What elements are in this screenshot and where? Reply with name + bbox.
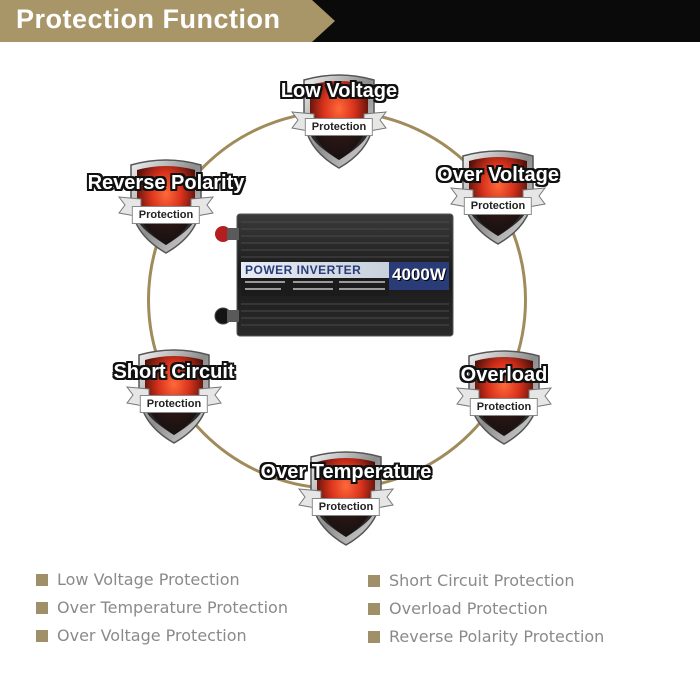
legend-item: Overload Protection [368, 599, 548, 618]
badge-low-voltage: Low Voltage Protection [280, 70, 398, 170]
bullet-square-icon [368, 575, 380, 587]
shield-icon [111, 155, 221, 255]
badge-reverse-polarity: Reverse Polarity Protection [88, 155, 244, 255]
bullet-square-icon [36, 602, 48, 614]
shield-icon [443, 146, 553, 246]
page-title: Protection Function [16, 4, 281, 34]
badge-label: Overload [460, 364, 548, 386]
badge-sub: Protection [139, 395, 209, 413]
header-tab [0, 0, 335, 42]
badge-short-circuit: Short Circuit Protection [113, 345, 235, 445]
badge-sub: Protection [463, 197, 533, 215]
badge-label: Low Voltage [280, 80, 398, 102]
bullet-square-icon [368, 631, 380, 643]
inverter-product: POWER INVERTER 4000W [213, 212, 458, 338]
badge-label: Over Temperature [260, 461, 432, 483]
shield-icon [449, 346, 559, 446]
badge-over-voltage: Over Voltage Protection [437, 146, 559, 246]
legend-item: Low Voltage Protection [36, 570, 240, 589]
badge-over-temperature: Over Temperature Protection [261, 447, 431, 547]
badge-sub: Protection [311, 498, 381, 516]
badge-sub: Protection [469, 398, 539, 416]
bullet-square-icon [368, 603, 380, 615]
badge-sub: Protection [304, 118, 374, 136]
inverter-rating: 4000W [392, 265, 446, 284]
bullet-square-icon [36, 630, 48, 642]
legend-item: Short Circuit Protection [368, 571, 575, 590]
legend-item: Over Voltage Protection [36, 626, 247, 645]
badge-label: Over Voltage [437, 164, 559, 186]
badge-sub: Protection [131, 206, 201, 224]
inverter-brand-text: POWER INVERTER [245, 263, 362, 277]
badge-label: Short Circuit [113, 361, 235, 383]
badge-label: Reverse Polarity [87, 172, 245, 194]
inverter-icon [214, 213, 454, 337]
badge-overload: Overload Protection [449, 346, 559, 446]
bullet-square-icon [36, 574, 48, 586]
legend-item: Reverse Polarity Protection [368, 627, 604, 646]
legend-item: Over Temperature Protection [36, 598, 288, 617]
